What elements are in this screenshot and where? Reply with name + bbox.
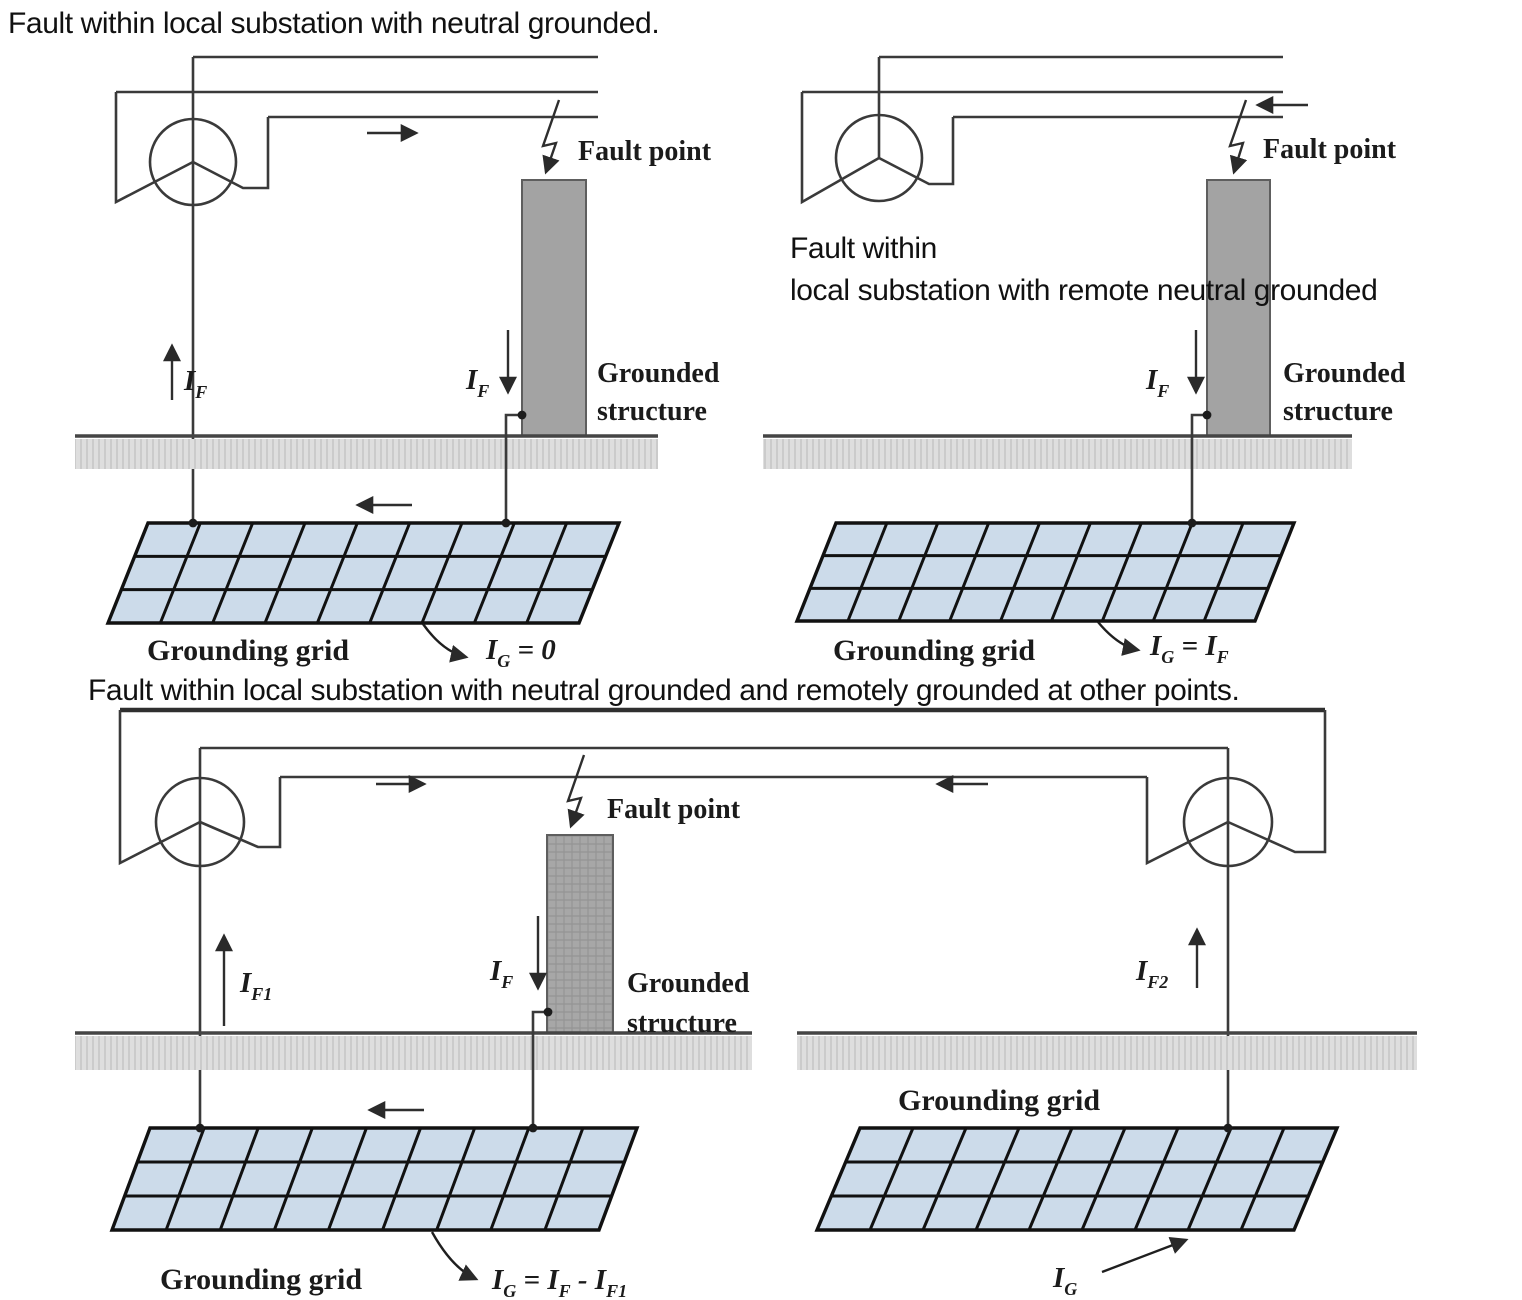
grid-lines [810, 522, 1281, 622]
grid-outline [109, 1126, 640, 1232]
fault-point-label: Fault point [578, 136, 712, 167]
grounding-grid-label-right: Grounding grid [898, 1084, 1100, 1117]
fault-point-label: Fault point [607, 794, 741, 825]
grounding-grid-graphic [794, 521, 1297, 623]
lightning-bolt-icon [566, 754, 586, 829]
grounding-grid-graphic [105, 521, 622, 625]
if2-label: IF2 [1135, 955, 1168, 992]
connection-dot [195, 1123, 205, 1133]
grounded-structure-label-line1: Grounded [1283, 358, 1406, 389]
winding-lead-left [114, 92, 194, 205]
if-down-label: IF [465, 364, 489, 401]
grid-lines [121, 522, 606, 624]
grounded-structure [546, 834, 614, 1034]
grid-lines [831, 1127, 1323, 1231]
winding-lead-left-inner [199, 777, 282, 849]
grounding-grid-graphic-right [814, 1126, 1340, 1232]
ground-surface-band [763, 439, 1352, 469]
lightning-bolt-icon [541, 99, 561, 175]
figure-fault-remote-neutral-grounded: Fault point IF Grounded structure Ground… [763, 55, 1406, 667]
transformer-source-icon [834, 113, 924, 203]
grid-current-label-left: IG = IF - IF1 [491, 1264, 627, 1300]
grounded-structure-label-line1: Grounded [627, 968, 750, 999]
grid-lines [124, 1127, 625, 1231]
winding-lead-right-outer [1227, 710, 1327, 854]
connection-dot [188, 518, 198, 528]
transformer-source-left-icon [154, 776, 246, 868]
if-down-label: IF [1145, 364, 1169, 401]
winding-lead-right [878, 117, 955, 186]
grounded-structure-label-line2: structure [597, 396, 707, 427]
structure-ground-conductor [504, 413, 523, 523]
ig-callout-arrow-icon [422, 623, 469, 663]
winding-lead-left-outer [118, 710, 201, 866]
winding-lead-right [192, 117, 270, 190]
connection-dot [528, 1123, 538, 1133]
figure2-caption-line2: local substation with remote neutral gro… [790, 274, 1377, 307]
winding-lead-left [800, 92, 880, 205]
figure-fault-local-neutral-grounded: Fault point IF IF Grounded structure Gro… [8, 7, 720, 671]
grounded-structure [521, 179, 587, 437]
connection-dot [1202, 410, 1212, 420]
ig-callout-arrow-icon [430, 1231, 479, 1281]
grounding-grid-graphic-left [109, 1126, 640, 1232]
figure1-caption: Fault within local substation with neutr… [8, 7, 659, 40]
connection-dot [501, 518, 511, 528]
if-up-label: IF [183, 365, 207, 402]
grid-current-label: IG = IF [1149, 630, 1229, 667]
grid-outline [105, 521, 622, 625]
if1-label: IF1 [239, 967, 272, 1004]
grid-outline [794, 521, 1297, 623]
grounded-structure [1206, 179, 1271, 437]
grid-current-label-right: IG [1052, 1262, 1077, 1299]
grid-outline [814, 1126, 1340, 1232]
ig-callout-arrow-right-icon [1101, 1237, 1189, 1274]
grid-current-label: IG = 0 [485, 634, 556, 671]
connection-dot [1223, 1123, 1233, 1133]
structure-ground-conductor [531, 1010, 548, 1128]
winding-lead-right-inner [1145, 777, 1229, 866]
grounded-structure-label-line2: structure [627, 1008, 737, 1039]
grounded-structure-label-line1: Grounded [597, 358, 720, 389]
ig-callout-arrow-icon [1097, 621, 1141, 656]
connection-dot [517, 410, 527, 420]
grounded-structure-label-line2: structure [1283, 396, 1393, 427]
fault-point-label: Fault point [1263, 134, 1397, 165]
if-label: IF [489, 955, 513, 992]
lightning-bolt-icon [1228, 99, 1248, 175]
grounding-grid-label: Grounding grid [833, 634, 1035, 667]
transformer-source-right-icon [1182, 776, 1274, 868]
transformer-source-icon [148, 117, 238, 207]
grounding-grid-label: Grounding grid [147, 634, 349, 667]
figure3-caption: Fault within local substation with neutr… [88, 674, 1239, 707]
ground-surface-band-right [797, 1036, 1417, 1070]
connection-dot [543, 1007, 553, 1017]
grounding-grid-label-left: Grounding grid [160, 1263, 362, 1296]
figure-fault-neutral-and-remote-grounded: Fault point IF1 IF IF2 Grounded structur… [75, 674, 1417, 1300]
figure2-caption-line1: Fault within [790, 232, 937, 265]
connection-dot [1187, 518, 1197, 528]
ground-surface-band [75, 439, 658, 469]
ground-surface-band-left [75, 1036, 752, 1070]
